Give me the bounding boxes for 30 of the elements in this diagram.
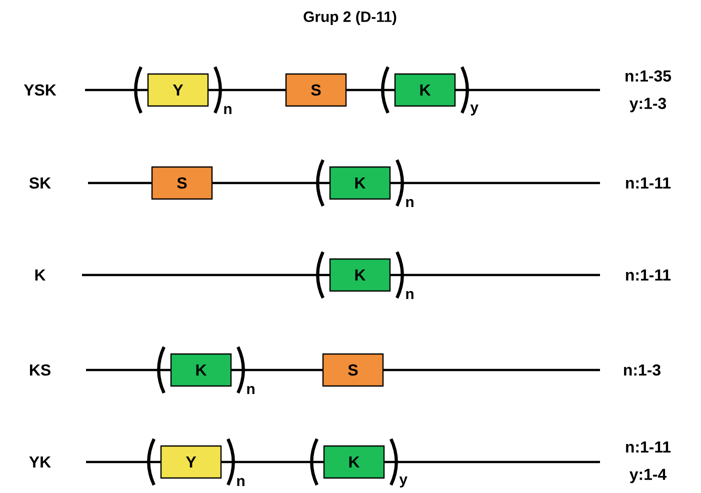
repeat-range: y:1-3 xyxy=(630,98,666,112)
repeat-range: n:1-35 xyxy=(626,70,672,82)
subscript: y xyxy=(399,476,408,488)
title: Grup 2 (D-11) xyxy=(304,11,396,25)
row-name: SK xyxy=(29,177,51,189)
row-name: K xyxy=(35,270,46,280)
subscript: n xyxy=(406,290,414,299)
domain-box: K xyxy=(329,258,391,292)
domain-box: Y xyxy=(160,445,222,479)
repeat-range: n:1-3 xyxy=(624,364,660,376)
domain-box: K xyxy=(323,445,385,479)
subscript: n xyxy=(237,478,244,486)
subscript: n xyxy=(224,106,232,114)
domain-box: S xyxy=(151,166,213,200)
subscript: n xyxy=(247,386,254,394)
domain-box: Y xyxy=(147,73,209,107)
repeat-range: n:1-11 xyxy=(626,270,671,280)
row-name: YK xyxy=(29,456,51,468)
row-name: YSK xyxy=(24,84,56,96)
repeat-range: n:1-11 xyxy=(626,178,671,188)
domain-box: S xyxy=(322,353,384,387)
row-name: KS xyxy=(30,364,50,376)
subscript: n xyxy=(406,198,414,207)
domain-box: K xyxy=(329,166,391,200)
repeat-range: y:1-4 xyxy=(630,468,667,484)
repeat-range: n:1-11 xyxy=(626,442,671,452)
domain-box: S xyxy=(285,73,347,107)
domain-box: K xyxy=(394,73,456,107)
domain-box: K xyxy=(170,353,232,387)
subscript: y xyxy=(470,104,478,116)
